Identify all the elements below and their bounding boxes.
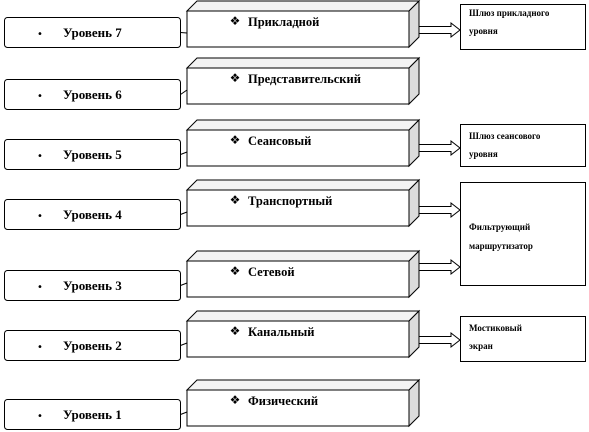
arrow-right-icon [417, 258, 461, 276]
level-label: Уровень 4 [63, 207, 122, 222]
level-name: Физический [248, 394, 318, 408]
bullet-icon: • [37, 91, 43, 102]
device-label-line: Шлюз сеансового [469, 131, 541, 141]
device-box [460, 182, 586, 286]
box-top-face [185, 250, 421, 262]
device-filtering-router: Фильтрующий маршрутизатор [460, 182, 586, 286]
device-box [460, 316, 586, 362]
diamond-bullet-icon: ❖ [230, 324, 241, 338]
box-top-face [185, 379, 421, 391]
level-connector [180, 411, 188, 415]
device-label-line: маршрутизатор [469, 241, 533, 251]
level-row-5: • Уровень 5 ❖ Сеансовый [4, 118, 421, 170]
bullet-icon: • [37, 211, 43, 222]
system-box [186, 129, 410, 167]
device-bridge-screen: Мостиковый экран [460, 316, 586, 362]
arrow-right-icon [417, 21, 461, 39]
system-box [186, 320, 410, 358]
level-box [4, 399, 181, 430]
box-top-face [185, 119, 421, 131]
level-connector [180, 151, 188, 155]
box-top-face [185, 310, 421, 322]
system-box [186, 189, 410, 227]
level-connector [180, 211, 188, 215]
level-connector [180, 342, 188, 346]
level-label: Уровень 3 [63, 278, 122, 293]
system-box [186, 67, 410, 105]
level-label: Уровень 5 [63, 147, 122, 162]
level-row-3: • Уровень 3 ❖ Сетевой [4, 249, 421, 301]
device-label-line: уровня [469, 149, 498, 159]
device-label-line: Шлюз прикладного [469, 8, 550, 18]
arrow-right-icon [417, 331, 461, 349]
level-row-4: • Уровень 4 ❖ Транспортный [4, 178, 421, 230]
device-label-line: Фильтрующий [469, 222, 530, 232]
level-label: Уровень 7 [63, 25, 122, 40]
connectors [180, 21, 461, 415]
arrow-right-icon [417, 201, 461, 219]
level-box [4, 79, 181, 110]
bullet-icon: • [37, 29, 43, 40]
level-name: Сеансовый [248, 134, 311, 148]
device-session-gateway: Шлюз сеансового уровня [460, 124, 586, 167]
level-box [4, 330, 181, 361]
diamond-bullet-icon: ❖ [230, 71, 241, 85]
device-box [460, 4, 586, 50]
bullet-icon: • [37, 411, 43, 422]
level-row-6: • Уровень 6 ❖ Представительский [4, 56, 421, 110]
level-label: Уровень 2 [63, 338, 122, 353]
device-app-gateway: Шлюз прикладного уровня [460, 4, 586, 50]
diamond-bullet-icon: ❖ [230, 14, 241, 28]
bullet-icon: • [37, 342, 43, 353]
level-connector [180, 89, 188, 95]
level-name: Прикладной [248, 15, 319, 29]
level-box [4, 199, 181, 230]
bullet-icon: • [37, 151, 43, 162]
level-row-1: • Уровень 1 ❖ Физический [4, 378, 421, 430]
device-box [460, 124, 586, 167]
level-name: Транспортный [248, 194, 332, 208]
level-connector [180, 32, 188, 34]
system-box [186, 260, 410, 298]
diamond-bullet-icon: ❖ [230, 393, 241, 407]
box-top-face [185, 0, 421, 12]
diamond-bullet-icon: ❖ [230, 264, 241, 278]
diamond-bullet-icon: ❖ [230, 193, 241, 207]
level-connector [180, 282, 188, 286]
level-name: Представительский [248, 72, 361, 86]
levels: • Уровень 7 ❖ Прикладной • Уровень 6 ❖ Представ… [4, 0, 421, 430]
device-label-line: уровня [469, 26, 498, 36]
system-box [186, 389, 410, 427]
level-box [4, 270, 181, 301]
device-label-line: экран [469, 341, 493, 351]
system-box [186, 10, 410, 48]
level-box [4, 17, 181, 48]
diamond-bullet-icon: ❖ [230, 133, 241, 147]
level-label: Уровень 1 [63, 407, 122, 422]
level-name: Сетевой [248, 265, 295, 279]
arrow-right-icon [417, 139, 461, 157]
level-label: Уровень 6 [63, 87, 122, 102]
level-box [4, 139, 181, 170]
box-top-face [185, 57, 421, 69]
box-top-face [185, 179, 421, 191]
device-label-line: Мостиковый [469, 323, 522, 333]
level-name: Канальный [248, 325, 315, 339]
level-row-7: • Уровень 7 ❖ Прикладной [4, 0, 421, 49]
level-row-2: • Уровень 2 ❖ Канальный [4, 309, 421, 361]
bullet-icon: • [37, 282, 43, 293]
